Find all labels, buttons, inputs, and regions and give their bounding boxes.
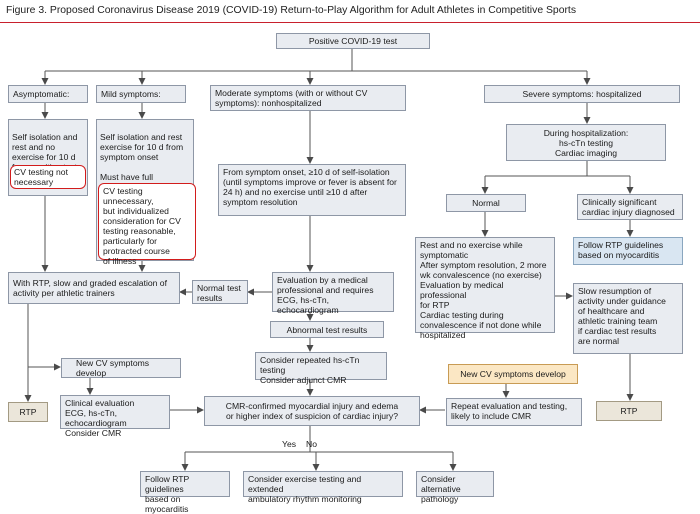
node-rtp-right: RTP: [596, 401, 662, 421]
node-asym-cv-testing: CV testing not necessary: [10, 165, 86, 189]
node-abnormal: Abnormal test results: [270, 321, 384, 338]
node-normal-tests: Normal test results: [192, 280, 248, 304]
node-rtp-graded: With RTP, slow and graded escalation of …: [8, 272, 180, 304]
node-moderate: Moderate symptoms (with or without CV sy…: [210, 85, 406, 111]
node-asymptomatic: Asymptomatic:: [8, 85, 88, 103]
figure-title: Figure 3. Proposed Coronavirus Disease 2…: [6, 5, 577, 16]
node-mild: Mild symptoms:: [96, 85, 186, 103]
label-no: No: [306, 439, 317, 449]
node-mild-cv-testing: CV testing unnecessary, but individualiz…: [98, 183, 196, 266]
node-significant: Clinically significant cardiac injury di…: [577, 194, 683, 220]
node-new-cv-left: New CV symptoms develop: [61, 358, 181, 378]
node-rest-block: Rest and no exercise while symptomatic A…: [415, 237, 555, 340]
node-follow-rtp-right: Follow RTP guidelines based on myocardit…: [573, 237, 683, 265]
label-yes: Yes: [282, 439, 297, 449]
node-exercise-testing: Consider exercise testing and extended a…: [243, 471, 403, 504]
node-moderate-onset: From symptom onset, ≥10 d of self-isolat…: [218, 164, 406, 216]
node-rtp-left: RTP: [8, 402, 48, 422]
title-divider: [0, 22, 700, 23]
node-repeat-hs-ctn: Consider repeated hs-cTn testing Conside…: [255, 352, 387, 385]
node-during-hosp: During hospitalization: hs-cTn testing C…: [506, 124, 666, 161]
node-repeat-eval: Repeat evaluation and testing, likely to…: [446, 398, 582, 426]
node-cmr-question: CMR-confirmed myocardial injury and edem…: [204, 396, 420, 426]
node-positive-test: Positive COVID-19 test: [276, 33, 430, 49]
node-normal-right: Normal: [446, 194, 526, 212]
node-alt-pathology: Consider alternative pathology: [416, 471, 494, 504]
node-new-cv-right: New CV symptoms develop: [448, 364, 578, 384]
node-clinical-eval: Clinical evaluation ECG, hs-cTn, echocar…: [60, 395, 170, 438]
node-severe: Severe symptoms: hospitalized: [484, 85, 680, 103]
node-slow-resumption: Slow resumption of activity under guidan…: [573, 283, 683, 354]
node-evaluation: Evaluation by a medical professional and…: [272, 272, 394, 315]
node-follow-rtp-bottom: Follow RTP guidelines based on myocardit…: [140, 471, 230, 514]
